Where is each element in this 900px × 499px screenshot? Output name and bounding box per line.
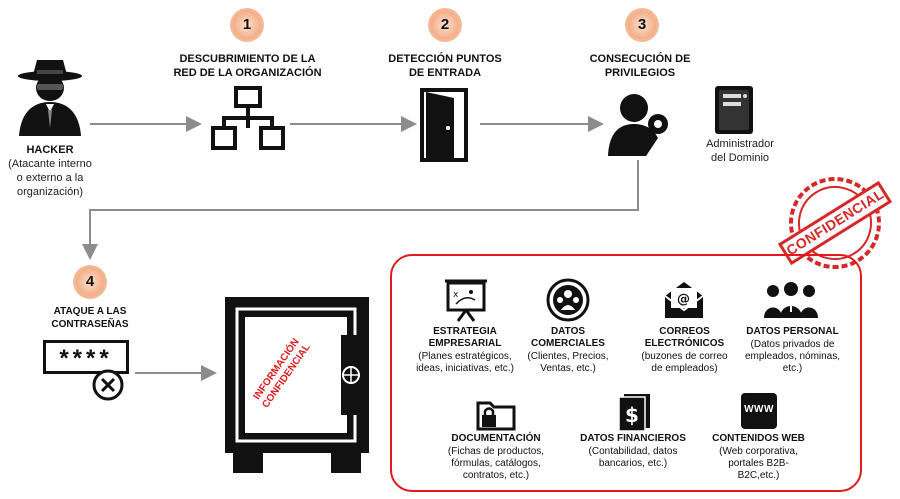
category-desc-financieros: (Contabilidad, datos bancarios, etc.)	[588, 446, 678, 469]
step-3-badge: 3	[625, 8, 659, 42]
category-desc-documentacion: (Fichas de productos, fórmulas, catálogo…	[447, 446, 545, 481]
safe-icon: INFORMACIÓN CONFIDENCIAL	[223, 295, 371, 475]
svg-text:$: $	[625, 403, 639, 427]
svg-text:@: @	[677, 292, 690, 307]
category-title-estrategia: ESTRATEGIA EMPRESARIAL	[428, 326, 502, 349]
server-icon	[715, 86, 753, 134]
step-4-label: ATAQUE A LAS CONTRASEÑAS	[51, 306, 129, 330]
admin-label: Administrador del Dominio	[706, 138, 774, 164]
category-title-web: CONTENIDOS WEB	[712, 433, 805, 444]
stamp-icon: CONFIDENCIAL	[775, 168, 895, 278]
category-desc-estrategia: (Planes estratégicos, ideas, iniciativas…	[416, 351, 514, 374]
people-icon	[764, 282, 818, 318]
network-icon	[211, 86, 285, 150]
www-icon: WWW	[741, 393, 777, 429]
door-icon	[420, 88, 468, 162]
strategy-board-icon: x	[445, 279, 487, 322]
finance-icon: $	[618, 394, 650, 432]
category-title-comerciales: DATOS COMERCIALES	[531, 326, 605, 349]
category-title-personal: DATOS PERSONAL	[746, 326, 839, 337]
arrow-privileges-to-passwords	[82, 160, 639, 260]
confidential-info-box	[390, 254, 862, 492]
step-1-badge: 1	[230, 8, 264, 42]
close-icon	[92, 369, 124, 401]
step-3-label: CONSECUCIÓN DE PRIVILEGIOS	[589, 53, 691, 79]
email-icon: @	[664, 282, 704, 318]
hacker-icon	[18, 60, 82, 136]
category-desc-comerciales: (Clientes, Precios, Ventas, etc.)	[527, 351, 609, 374]
hacker-description: (Atacante interno o externo a la organiz…	[8, 158, 92, 198]
clients-icon	[546, 278, 590, 322]
category-title-financieros: DATOS FINANCIEROS	[580, 433, 686, 444]
category-title-documentacion: DOCUMENTACIÓN	[451, 433, 541, 444]
user-key-icon	[608, 94, 668, 156]
step-4-badge: 4	[73, 265, 107, 299]
step-2-label: DETECCIÓN PUNTOS DE ENTRADA	[388, 53, 502, 79]
svg-text:x: x	[453, 290, 459, 300]
locked-folder-icon	[476, 401, 516, 431]
password-icon: ****	[43, 340, 135, 402]
hacker-title: HACKER	[26, 144, 74, 156]
category-desc-personal: (Datos privados de empleados, nóminas, e…	[744, 339, 841, 374]
step-1-label: DESCUBRIMIENTO DE LA RED DE LA ORGANIZAC…	[173, 53, 322, 79]
step-2-badge: 2	[428, 8, 462, 42]
category-desc-correos: (buzones de correo de empleados)	[641, 351, 728, 374]
password-mask: ****	[59, 345, 113, 372]
category-desc-web: (Web corporativa, portales B2B- B2C,etc.…	[719, 446, 798, 481]
category-title-correos: CORREOS ELECTRÓNICOS	[644, 326, 725, 349]
